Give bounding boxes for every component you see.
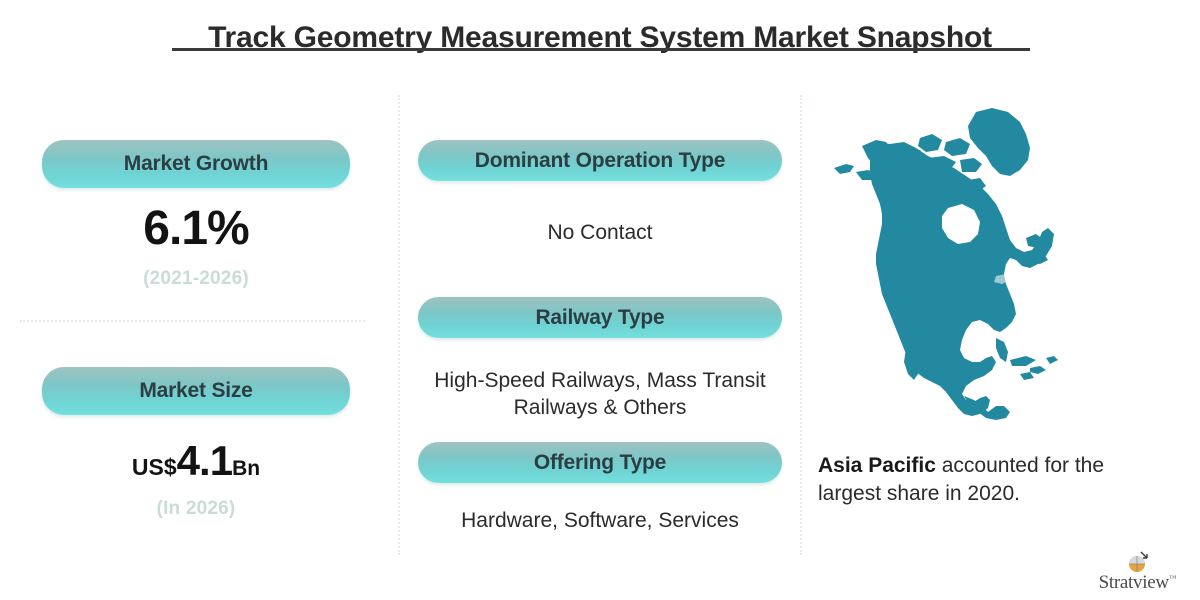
offering-type-pill: Offering Type — [418, 442, 782, 483]
market-size-unit-suffix: Bn — [232, 457, 261, 480]
market-size-pill: Market Size — [42, 367, 350, 415]
stratview-logo: Stratview™ — [1085, 550, 1190, 596]
railway-type-value: High-Speed Railways, Mass Transit Railwa… — [434, 369, 766, 419]
trademark-symbol: ™ — [1168, 573, 1177, 583]
market-growth-pill: Market Growth — [42, 140, 350, 188]
market-size-value: US$4.1Bn — [42, 440, 350, 482]
vertical-divider-right — [800, 95, 802, 555]
offering-type-pill-label: Offering Type — [533, 450, 667, 474]
market-size-pill-label: Market Size — [139, 379, 253, 402]
market-growth-value: 6.1% — [143, 202, 249, 255]
region-caption: Asia Pacific accounted for the largest s… — [818, 452, 1148, 509]
dominant-operation-type-pill-label: Dominant Operation Type — [474, 148, 726, 172]
railway-type-pill-label: Railway Type — [535, 305, 665, 329]
offering-type-value: Hardware, Software, Services — [461, 509, 739, 532]
dominant-operation-type-pill: Dominant Operation Type — [418, 140, 782, 181]
market-growth-period-note: (2021-2026) — [143, 268, 249, 289]
stratview-globe-icon — [1125, 550, 1151, 574]
railway-type-pill: Railway Type — [418, 297, 782, 338]
stratview-wordmark-text: Stratview — [1098, 572, 1169, 593]
title-underline-rule — [172, 48, 1030, 51]
dominant-operation-type-value: No Contact — [547, 221, 653, 244]
region-caption-highlight: Asia Pacific — [818, 454, 936, 477]
region-caption-rest: accounted for the largest share in 2020. — [818, 454, 1105, 506]
stratview-wordmark: Stratview™ — [1085, 572, 1190, 594]
market-size-year-note: (In 2026) — [156, 498, 236, 519]
horizontal-divider-left-column — [20, 320, 365, 322]
market-growth-pill-label: Market Growth — [123, 152, 269, 175]
market-size-number: 4.1 — [176, 437, 233, 484]
vertical-divider-left — [398, 95, 400, 555]
north-america-map-icon — [820, 100, 1150, 430]
market-size-currency-prefix: US$ — [131, 454, 177, 480]
